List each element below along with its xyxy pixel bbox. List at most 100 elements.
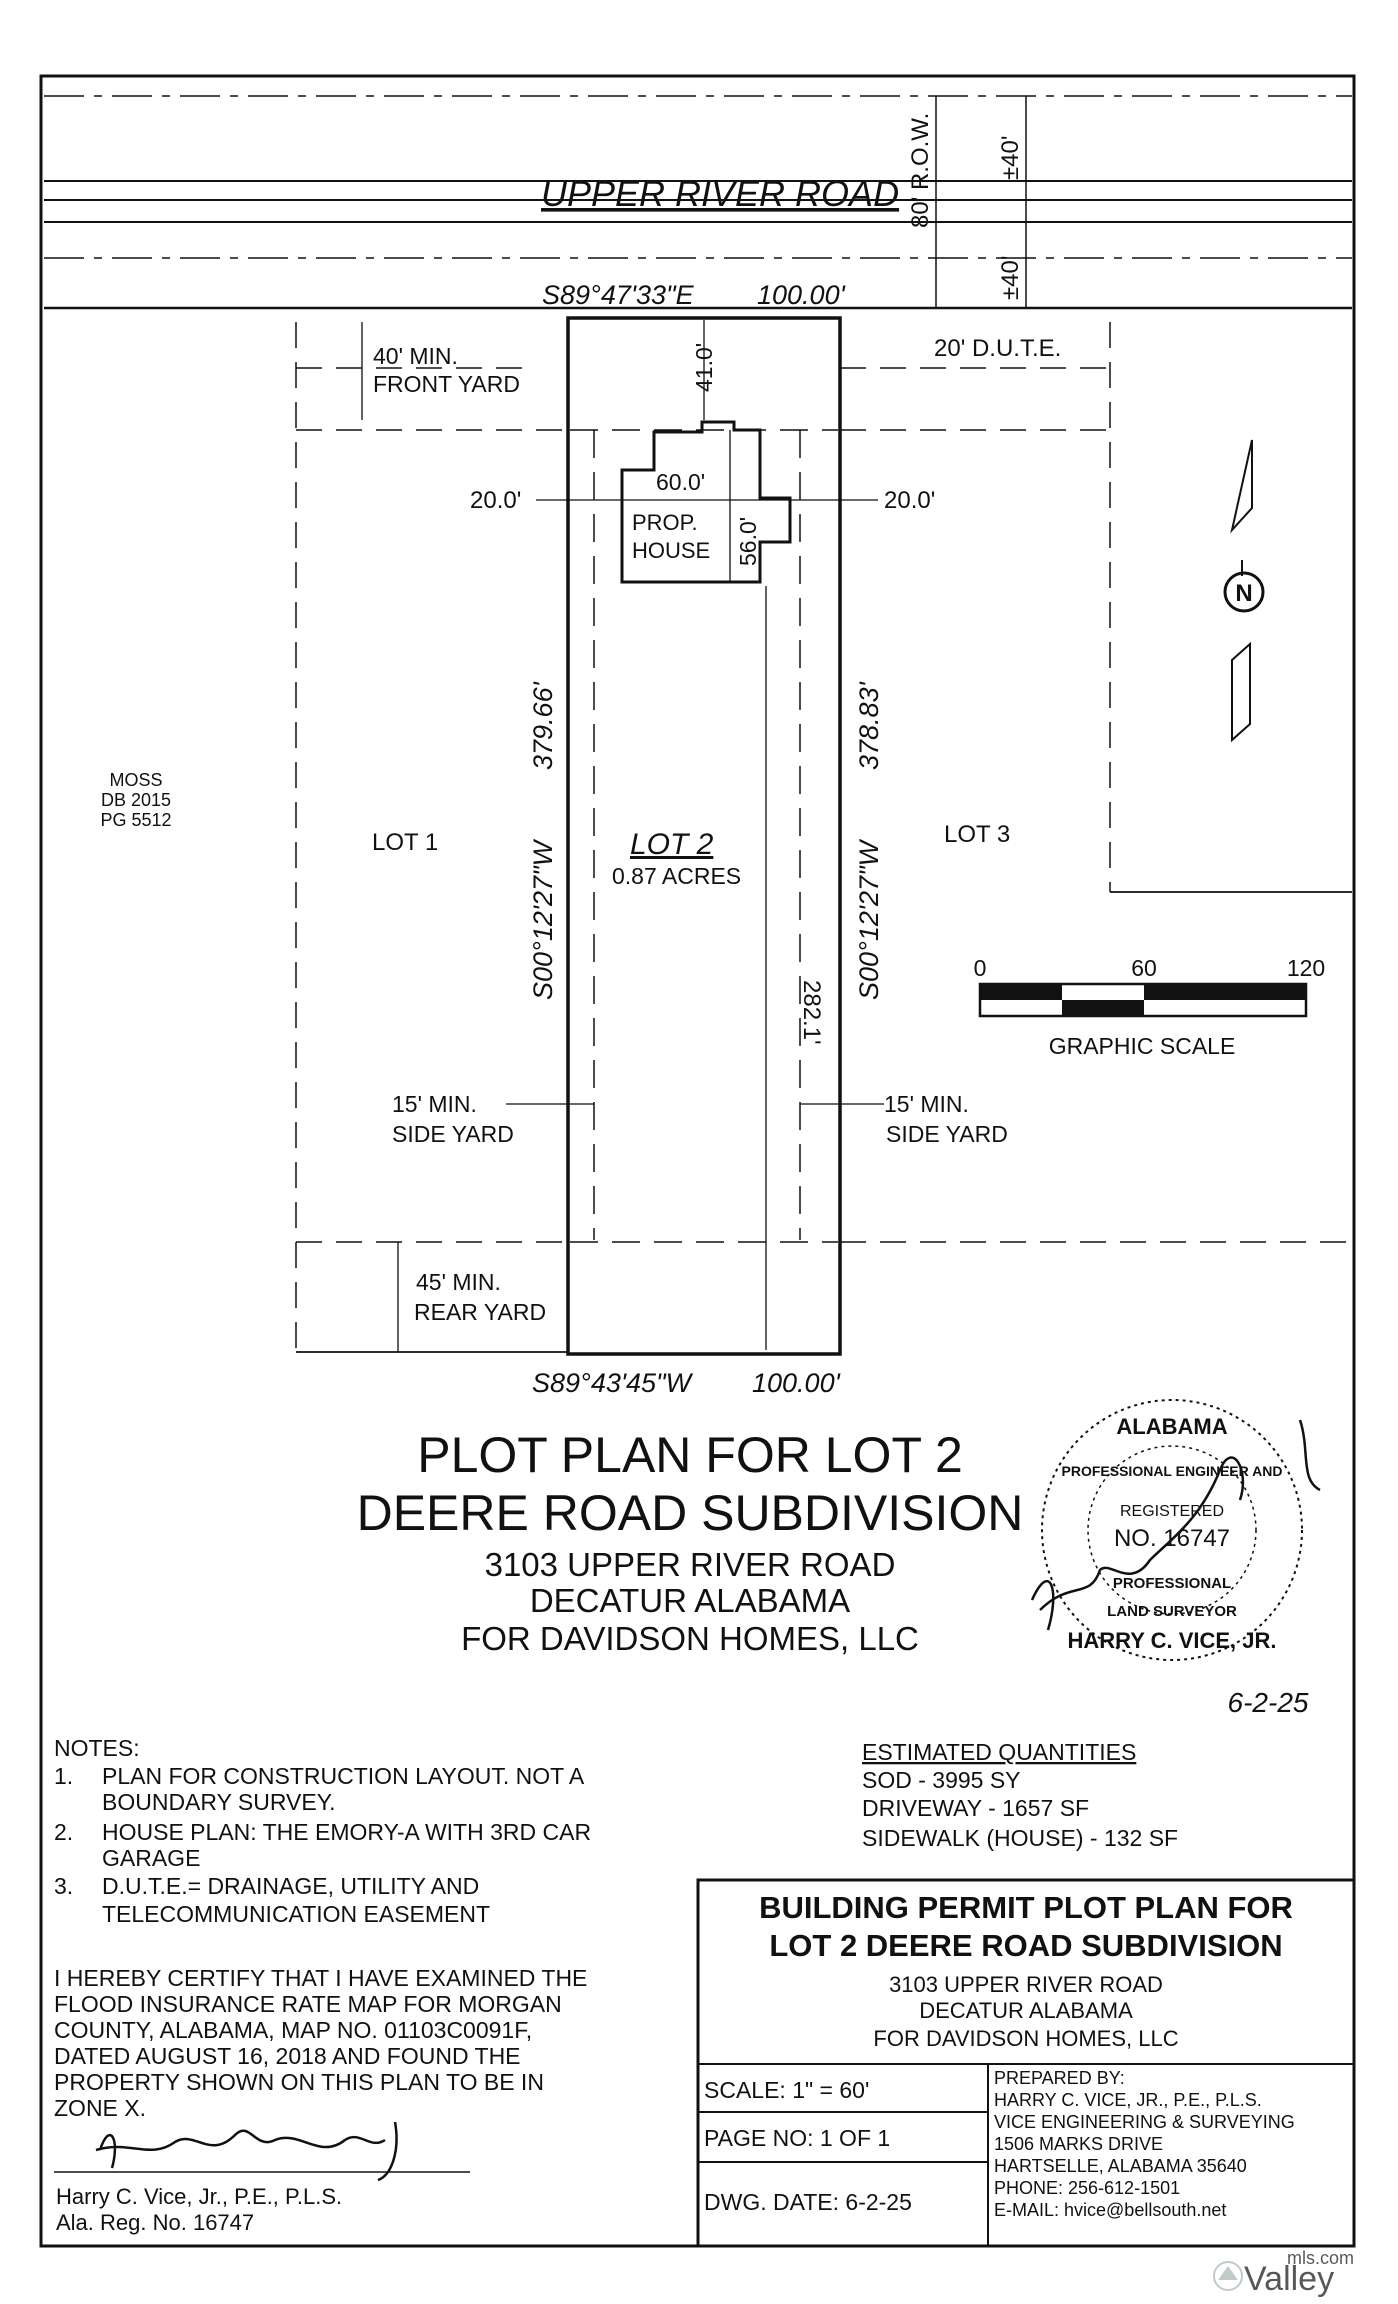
cert-line-5: PROPERTY SHOWN ON THIS PLAN TO BE IN — [54, 2069, 544, 2095]
seal-state: ALABAMA — [1116, 1414, 1227, 1439]
lot2-boundary — [566, 316, 842, 1356]
half-row-top: ±40' — [997, 136, 1024, 180]
prepared-line-7: E-MAIL: hvice@bellsouth.net — [994, 2200, 1226, 2220]
house-depth: 56.0' — [735, 517, 761, 566]
note-1-line-1: PLAN FOR CONSTRUCTION LAYOUT. NOT A — [102, 1763, 585, 1789]
south-distance: 100.00' — [752, 1368, 841, 1398]
house-label-1: PROP. — [632, 510, 698, 535]
scale-tick-120: 120 — [1287, 955, 1325, 981]
title-line-2: DEERE ROAD SUBDIVISION — [357, 1485, 1024, 1541]
cert-registration: Ala. Reg. No. 16747 — [56, 2210, 254, 2235]
side-yard-left-2: SIDE YARD — [392, 1121, 514, 1147]
north-arrow — [1223, 439, 1265, 743]
rear-yard-1: 45' MIN. — [416, 1269, 501, 1295]
cert-line-3: COUNTY, ALABAMA, MAP NO. 01103C0091F, — [54, 2017, 532, 2043]
house-label-2: HOUSE — [632, 538, 710, 563]
quantity-sod: SOD - 3995 SY — [862, 1767, 1021, 1793]
permit-block-frame — [696, 1878, 1356, 2248]
title-address-1: 3103 UPPER RIVER ROAD — [485, 1546, 896, 1583]
prepared-line-4: 1506 MARKS DRIVE — [994, 2134, 1163, 2154]
half-row-bottom: ±40' — [997, 256, 1024, 300]
permit-scale: SCALE: 1" = 60' — [704, 2077, 869, 2103]
rear-yard-2: REAR YARD — [414, 1299, 546, 1325]
seal-registered: REGISTERED — [1120, 1503, 1224, 1520]
house-width: 60.0' — [656, 469, 705, 495]
permit-address-3: FOR DAVIDSON HOMES, LLC — [873, 2026, 1178, 2051]
scale-tick-60: 60 — [1131, 955, 1157, 981]
watermark-brand: Valley — [1244, 2260, 1334, 2298]
note-1-num: 1. — [54, 1763, 73, 1789]
proposed-house-footprint — [620, 420, 792, 584]
quantities-header: ESTIMATED QUANTITIES — [862, 1739, 1136, 1765]
graphic-scale-label: GRAPHIC SCALE — [1049, 1033, 1236, 1059]
west-distance: 379.66' — [528, 681, 558, 770]
note-2-line-2: GARAGE — [102, 1845, 200, 1871]
lot2-label: LOT 2 — [630, 828, 714, 861]
prepared-line-1: PREPARED BY: — [994, 2068, 1125, 2088]
seal-signature-mark — [1030, 1419, 1321, 1631]
front-yard-1: 40' MIN. — [373, 343, 458, 369]
note-3-line-1: D.U.T.E.= DRAINAGE, UTILITY AND — [102, 1873, 479, 1899]
seal-signed-date: 6-2-25 — [1228, 1687, 1309, 1718]
house-to-rear-dim: 282.1' — [798, 980, 825, 1045]
seal-professional2: PROFESSIONAL — [1113, 1575, 1231, 1592]
title-line-1: PLOT PLAN FOR LOT 2 — [417, 1427, 963, 1483]
lot3-label: LOT 3 — [944, 821, 1010, 848]
cert-line-1: I HEREBY CERTIFY THAT I HAVE EXAMINED TH… — [54, 1965, 587, 1991]
cert-signer: Harry C. Vice, Jr., P.E., P.L.S. — [56, 2184, 342, 2209]
row-width-label: 80' R.O.W. — [907, 113, 934, 228]
cert-line-6: ZONE X. — [54, 2095, 146, 2121]
east-bearing: S00°12'27"W — [854, 838, 884, 1000]
north-arrow-letter: N — [1235, 580, 1252, 607]
valley-watermark — [1213, 2261, 1243, 2291]
graphic-scale-bar — [978, 982, 1308, 1018]
cert-line-4: DATED AUGUST 16, 2018 AND FOUND THE — [54, 2043, 521, 2069]
north-distance: 100.00' — [757, 280, 846, 310]
note-2-line-1: HOUSE PLAN: THE EMORY-A WITH 3RD CAR — [102, 1819, 591, 1845]
east-distance: 378.83' — [854, 681, 884, 770]
note-2-num: 2. — [54, 1819, 73, 1845]
prepared-line-6: PHONE: 256-612-1501 — [994, 2178, 1180, 2198]
prepared-line-3: VICE ENGINEERING & SURVEYING — [994, 2112, 1295, 2132]
notes-header: NOTES: — [54, 1735, 140, 1761]
lot3-boundary — [296, 891, 1352, 1353]
note-3-num: 3. — [54, 1873, 73, 1899]
scale-tick-0: 0 — [974, 955, 987, 981]
side-yard-right-1: 15' MIN. — [884, 1091, 969, 1117]
quantity-driveway: DRIVEWAY - 1657 SF — [862, 1795, 1089, 1821]
lot1-label: LOT 1 — [372, 829, 438, 856]
prepared-line-5: HARTSELLE, ALABAMA 35640 — [994, 2156, 1247, 2176]
cert-line-2: FLOOD INSURANCE RATE MAP FOR MORGAN — [54, 1991, 562, 2017]
moss-line-1: MOSS — [109, 770, 162, 790]
permit-dwg-date: DWG. DATE: 6-2-25 — [704, 2189, 912, 2215]
road-section — [44, 95, 1352, 310]
lot2-acres: 0.87 ACRES — [612, 863, 741, 889]
note-3-line-2: TELECOMMUNICATION EASEMENT — [102, 1901, 490, 1927]
road-name: UPPER RIVER ROAD — [541, 173, 899, 214]
quantity-sidewalk: SIDEWALK (HOUSE) - 132 SF — [862, 1825, 1178, 1851]
seal-profession: PROFESSIONAL ENGINEER AND — [1062, 1463, 1283, 1479]
permit-page: PAGE NO: 1 OF 1 — [704, 2125, 890, 2151]
side-yard-left-1: 15' MIN. — [392, 1091, 477, 1117]
dute-label: 20' D.U.T.E. — [934, 335, 1061, 362]
permit-address-1: 3103 UPPER RIVER ROAD — [889, 1972, 1163, 1997]
seal-name: HARRY C. VICE, JR. — [1067, 1628, 1276, 1653]
south-bearing: S89°43'45"W — [532, 1368, 694, 1398]
side-yard-right-2: SIDE YARD — [886, 1121, 1008, 1147]
note-1-line-2: BOUNDARY SURVEY. — [102, 1789, 336, 1815]
permit-title-1: BUILDING PERMIT PLOT PLAN FOR — [759, 1890, 1293, 1925]
watermark-suffix: mls.com — [1287, 2248, 1354, 2268]
adjacent-lot-lines — [295, 322, 1352, 1352]
setback-lines — [570, 429, 838, 1243]
front-to-house-dim: 41.0' — [691, 343, 717, 392]
permit-title-2: LOT 2 DEERE ROAD SUBDIVISION — [769, 1928, 1282, 1963]
side-right-dim: 20.0' — [884, 487, 935, 514]
north-bearing: S89°47'33"E — [542, 280, 695, 310]
permit-address-2: DECATUR ALABAMA — [919, 1998, 1133, 2023]
front-yard-2: FRONT YARD — [373, 371, 520, 397]
certification-signature — [95, 2121, 398, 2182]
title-address-2: DECATUR ALABAMA — [530, 1582, 850, 1619]
title-address-3: FOR DAVIDSON HOMES, LLC — [461, 1620, 919, 1657]
engineer-seal — [1041, 1399, 1303, 1661]
